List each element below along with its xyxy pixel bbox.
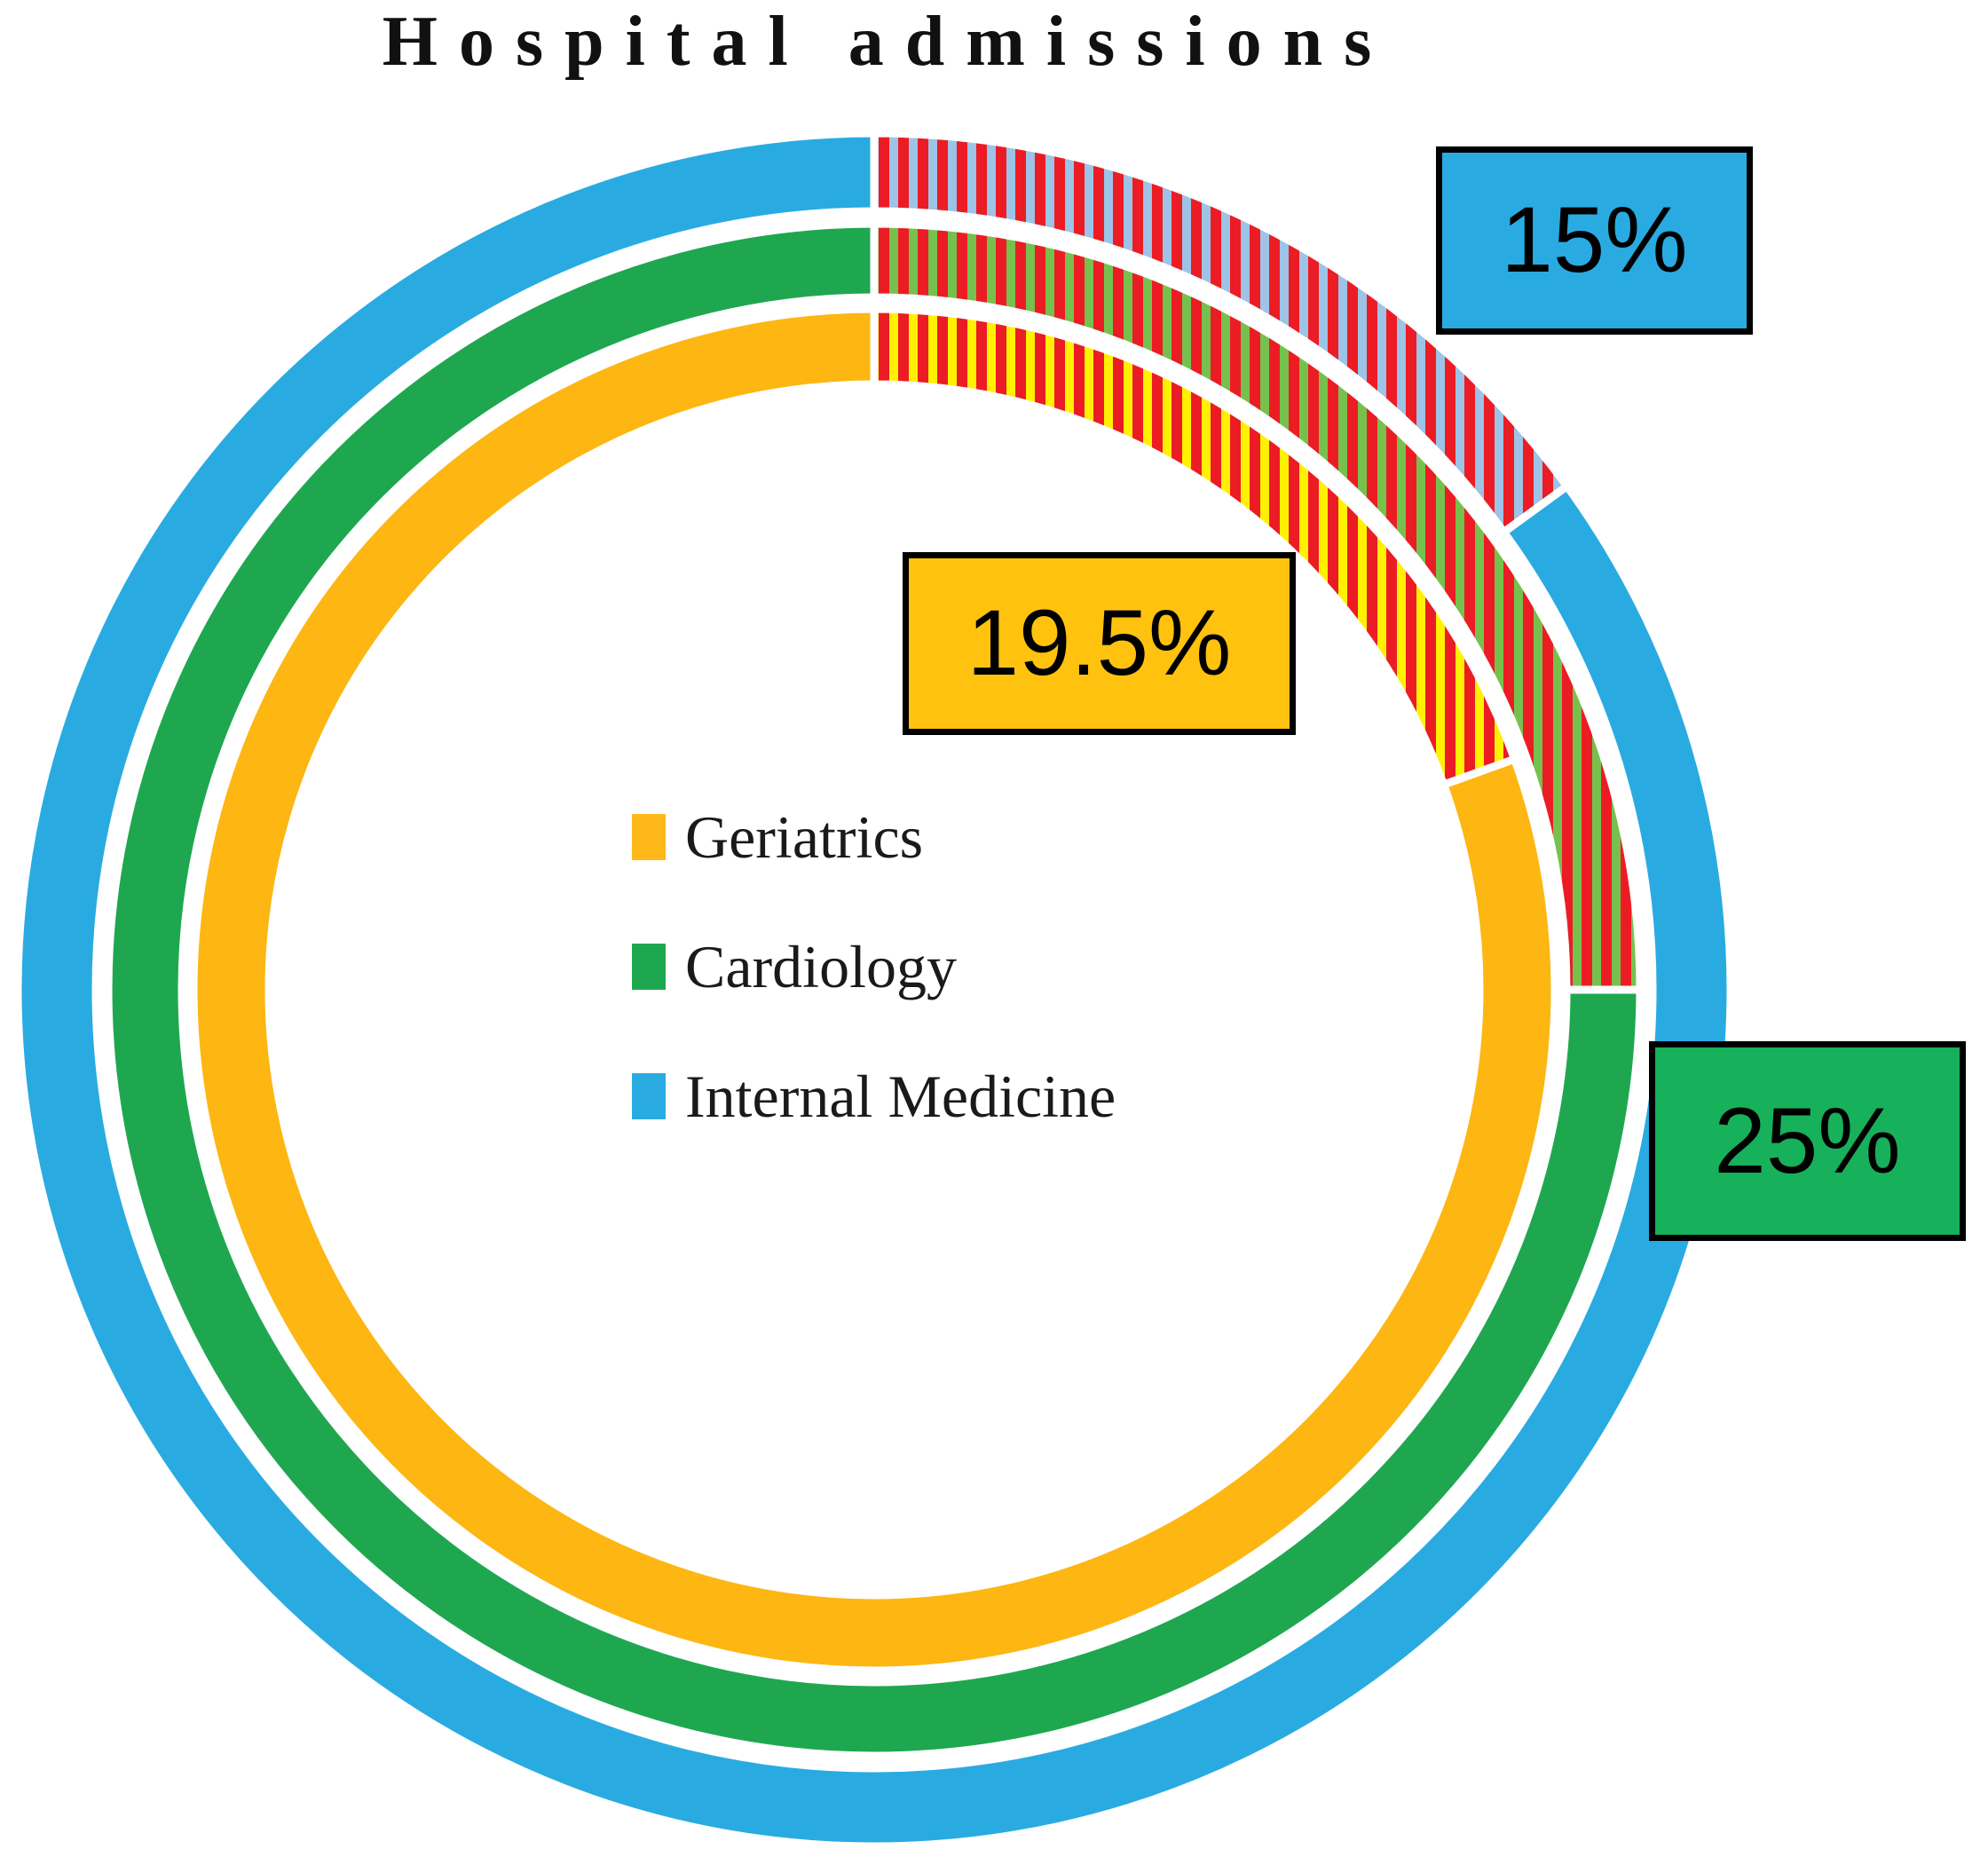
legend: Geriatrics Cardiology Internal Medicine	[632, 806, 1116, 1195]
legend-label-geriatrics: Geriatrics	[685, 803, 924, 871]
label-cardiology-pct: 25%	[1649, 1041, 1966, 1241]
ring-segment-solid-internal-medicine	[13, 129, 1735, 1851]
label-geriatrics-pct: 19.5%	[903, 552, 1296, 735]
chart-title: Hospital admissions	[382, 3, 1393, 81]
geriatrics-swatch-icon	[632, 814, 666, 860]
label-internal-medicine-pct: 15%	[1436, 146, 1753, 335]
ring-segment-solid-cardiology	[104, 219, 1645, 1760]
internal-medicine-swatch-icon	[632, 1073, 666, 1119]
legend-item-internal-medicine: Internal Medicine	[632, 1065, 1116, 1127]
legend-label-internal-medicine: Internal Medicine	[685, 1063, 1116, 1130]
legend-item-cardiology: Cardiology	[632, 936, 1116, 998]
cardiology-swatch-icon	[632, 944, 666, 990]
legend-item-geriatrics: Geriatrics	[632, 806, 1116, 868]
ring-segment-solid-geriatrics	[189, 304, 1559, 1675]
legend-label-cardiology: Cardiology	[685, 933, 957, 1000]
